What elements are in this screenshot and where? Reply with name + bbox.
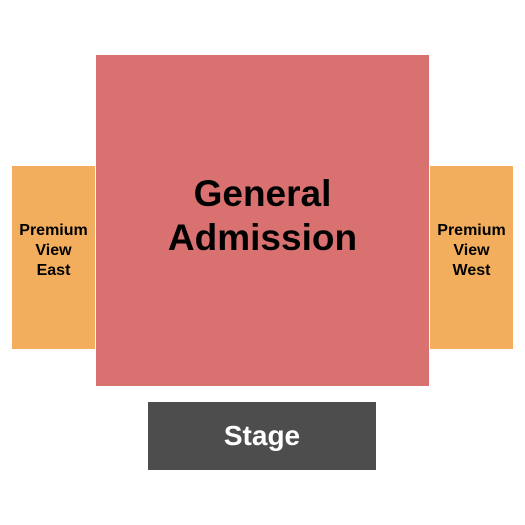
section-premium-view-east-label: Premium View East <box>19 222 88 279</box>
section-premium-view-east[interactable]: Premium View East <box>12 166 95 349</box>
section-premium-view-west-label: Premium View West <box>437 222 506 279</box>
section-premium-view-west[interactable]: Premium View West <box>430 166 513 349</box>
stage-label: Stage <box>223 420 301 451</box>
stage: Stage <box>148 402 376 470</box>
section-general-admission-label: General Admission <box>167 172 358 258</box>
section-general-admission[interactable]: General Admission <box>96 55 429 386</box>
